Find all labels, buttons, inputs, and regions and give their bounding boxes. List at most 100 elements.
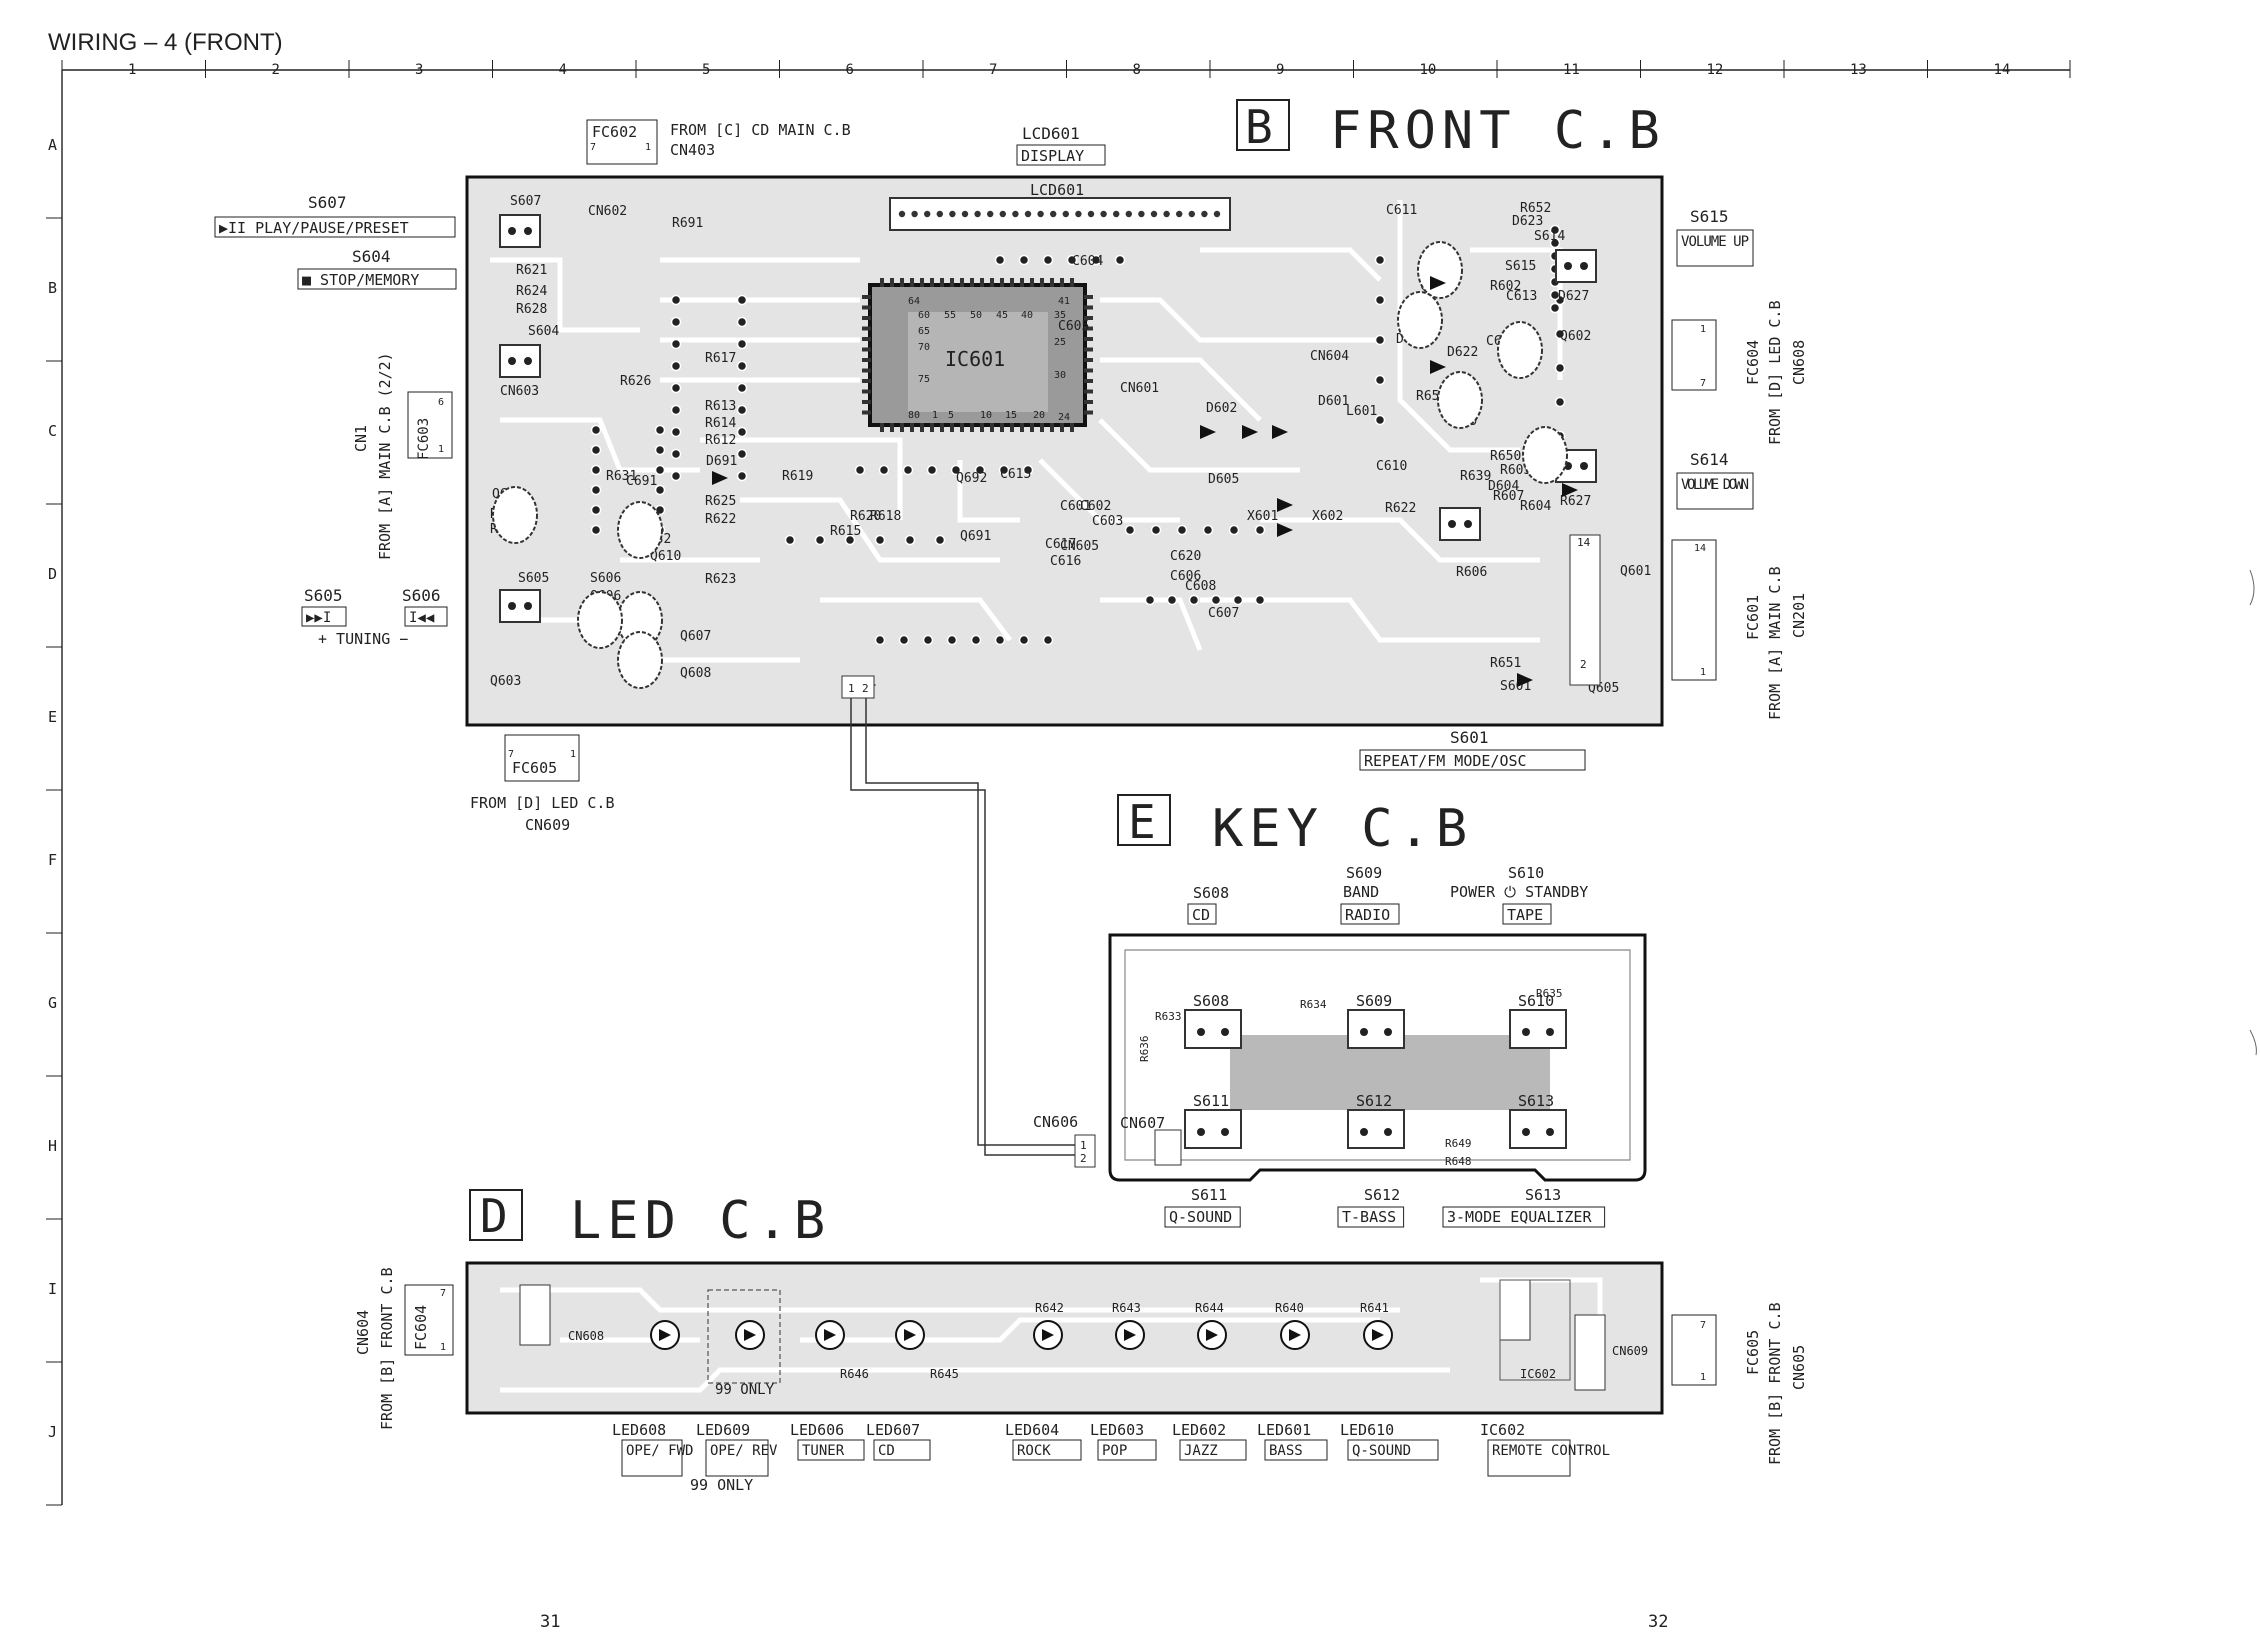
front-cb-pad [1114, 254, 1126, 266]
fc603-pin-1: 1 [438, 444, 444, 455]
front-cb-label: S615 [1505, 259, 1536, 274]
key-switch-box [1340, 903, 1400, 925]
led-cb-connector [519, 1284, 551, 1346]
ic601-label: IC601 [945, 347, 1005, 371]
key-cb-badge: E [1128, 795, 1156, 849]
key-switch-contact [1197, 1028, 1205, 1036]
led-cb-label: R644 [1195, 1301, 1224, 1315]
front-cb-label: D627 [1558, 289, 1589, 304]
key-switch-box-label: 3-MODE EQUALIZER [1447, 1208, 1592, 1226]
grid-col-label: 11 [1563, 62, 1580, 78]
front-cb-trace [1098, 418, 1300, 473]
front-cb-pad [844, 534, 856, 546]
front-cb-label: R631 [606, 469, 637, 484]
led-diode-mark [744, 1329, 756, 1341]
diode-symbol [1430, 360, 1446, 374]
fc605-callout: FC605 7 1 FROM [D] LED C.B CN609 [470, 734, 615, 834]
front-cb-pad [922, 634, 934, 646]
front-cb-pad [736, 470, 748, 482]
ic601-pin-right [1084, 410, 1093, 415]
front-cb-label: CN601 [1120, 381, 1159, 396]
ic601-pin-right [1084, 337, 1093, 341]
led-function-box [705, 1439, 769, 1477]
key-switch-ref: S609 [1346, 864, 1382, 882]
front-cb-label: S607 [510, 194, 541, 209]
fc602-callout: FC602 7 1 FROM [C] CD MAIN C.B CN403 [586, 119, 851, 165]
led-function-label: CD [878, 1443, 895, 1459]
front-cb-label: C691 [626, 474, 657, 489]
ic601-pin-number: 60 [918, 310, 930, 321]
s604-callout: S604 ■ STOP/MEMORY [297, 247, 457, 290]
front-cb-label: C610 [1376, 459, 1407, 474]
lcd601-pin [1113, 210, 1120, 218]
led-cb-connector [1574, 1314, 1606, 1391]
led-cb-leds [519, 1279, 1606, 1391]
ic601-pin-number: 35 [1054, 310, 1066, 321]
grid-row-label: J [48, 1423, 57, 1441]
led-function-label: POP [1102, 1443, 1127, 1459]
ic601-pin-top [890, 278, 894, 287]
front-cb-pad [1042, 634, 1054, 646]
ic601-pin-number: 50 [970, 310, 982, 321]
grid-col-label: 5 [702, 62, 710, 78]
front-cb-label: C604 [1072, 254, 1103, 269]
ic601-pin-bottom [1040, 423, 1044, 432]
ic601-pin-bottom [890, 423, 894, 432]
key-switch-ref: S608 [1193, 884, 1229, 902]
front-cb-traces [490, 200, 1563, 663]
front-cb-pad [1166, 594, 1178, 606]
s615-callout: S615 VOLUME UP [1676, 207, 1754, 267]
lcd601-pin [898, 210, 906, 218]
lcd601-pin [924, 210, 931, 218]
key-switch-box-label: CD [1192, 906, 1210, 924]
led-cb-label: R640 [1275, 1301, 1304, 1315]
ic601-pin-bottom [940, 423, 944, 432]
lcd601-pin [1176, 210, 1183, 218]
fc603-pin-6: 6 [438, 397, 444, 408]
grid-col-label: 7 [989, 62, 997, 78]
ic601-pin-number: 41 [1058, 296, 1070, 307]
key-switch-contact [1360, 1128, 1368, 1136]
front-cb-label: R625 [705, 494, 736, 509]
grid-col-label: 2 [272, 62, 280, 78]
fc601-right-pin14: 14 [1694, 543, 1706, 554]
front-cb-pad [1144, 594, 1156, 606]
ic601-pin-number: 24 [1058, 412, 1070, 423]
front-cb-pad [590, 504, 602, 516]
front-cb-title: FRONT C.B [1330, 101, 1666, 161]
fc604-right-sub: CN608 [1790, 340, 1808, 385]
front-cb-label: Q691 [960, 529, 991, 544]
led-ref-label: LED607 [866, 1421, 920, 1439]
key-switch-contact [1197, 1128, 1205, 1136]
front-cb-pad [934, 534, 946, 546]
front-cb-label: C603 [1092, 514, 1123, 529]
front-cb-trace [1100, 357, 1262, 422]
key-switch-contact [1221, 1128, 1229, 1136]
key-switch-footprint [1184, 1109, 1242, 1149]
key-switch-contact [1546, 1128, 1554, 1136]
led-ref-label: IC602 [1480, 1421, 1525, 1439]
ic601-pin-bottom [980, 423, 984, 432]
ic601-pin-bottom [990, 423, 994, 432]
fc604-right-pin1: 1 [1700, 324, 1706, 335]
key-cb-heading: E KEY C.B [1117, 794, 1467, 859]
ic601-pin-number: 10 [980, 410, 992, 421]
ic601-pin-right [1084, 347, 1093, 352]
key-switch-board-ref: S609 [1356, 992, 1392, 1010]
ic601-pin-bottom [1010, 423, 1014, 432]
board-switch-footprint [1439, 507, 1481, 541]
cn601-pin-2: 2 [1580, 658, 1587, 671]
fc604-right-box: FC604 [1744, 340, 1762, 385]
led-cb-trace [500, 1367, 1450, 1393]
ic601-pin-number: 55 [944, 310, 956, 321]
front-cb-pad [784, 534, 796, 546]
ic601-pin-left [862, 326, 871, 331]
ic601-pin-top [970, 278, 974, 287]
s605-function: ▶▶I [306, 610, 331, 626]
transistor-outline [617, 631, 663, 689]
ic601-pin-right [1084, 379, 1093, 383]
front-cb-pad [670, 404, 682, 416]
front-cb-label: C608 [1185, 579, 1216, 594]
